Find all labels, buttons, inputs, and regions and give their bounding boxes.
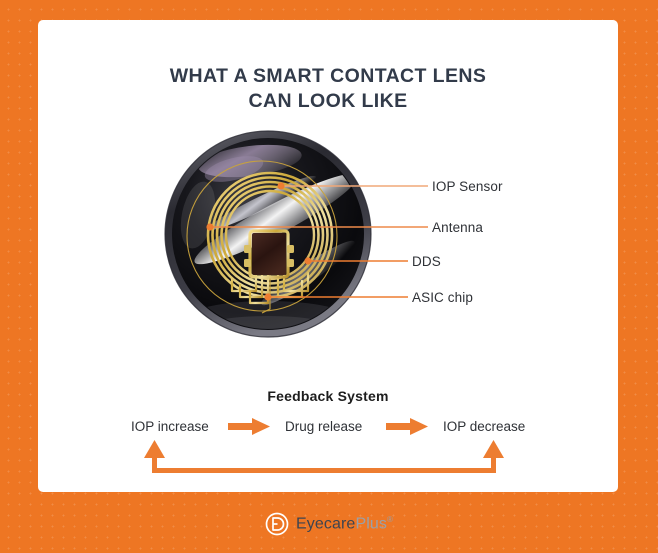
arrow-right-1 [228,418,270,435]
callout-label-dds: DDS [412,253,441,269]
infographic-card: WHAT A SMART CONTACT LENS CAN LOOK LIKE [38,20,618,492]
smart-contact-lens-illustration [158,123,378,345]
feedback-loop-arrows [144,418,504,473]
footer-logo: EyecarePlus® [0,508,658,540]
callout-iop-sensor: IOP Sensor [432,177,503,195]
feedback-step-drug-release: Drug release [285,419,363,434]
callout-antenna: Antenna [432,218,483,236]
title-line-2: CAN LOOK LIKE [248,90,408,112]
callout-label-antenna: Antenna [432,219,483,235]
feedback-system-title: Feedback System [267,388,389,404]
logo-trademark: ® [386,514,393,524]
title-line-1: WHAT A SMART CONTACT LENS [169,65,487,87]
arrow-right-2 [386,418,428,435]
feedback-loop-bracket [144,440,504,473]
callout-label-asic-chip: ASIC chip [412,289,473,305]
callout-asic-chip: ASIC chip [412,288,473,306]
logo-brand-primary: Eyecare [296,515,356,533]
callout-dds: DDS [412,252,441,270]
page-title: WHAT A SMART CONTACT LENS CAN LOOK LIKE [38,64,618,114]
logo-wordmark: EyecarePlus® [296,515,393,533]
feedback-step-iop-decrease: IOP decrease [443,419,526,434]
eyecare-plus-logo-icon [265,512,289,536]
lens-graphic [164,130,372,338]
callout-label-iop-sensor: IOP Sensor [432,178,503,194]
logo-brand-secondary: Plus [355,515,387,533]
feedback-step-iop-increase: IOP increase [131,419,209,434]
